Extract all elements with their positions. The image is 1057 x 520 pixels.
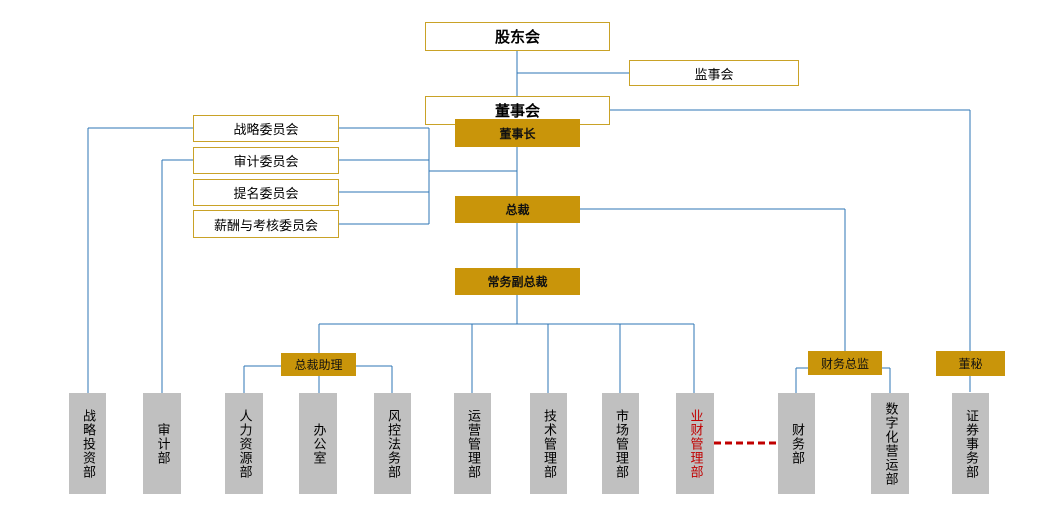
audit-committee-box: 审计委员会 (193, 147, 339, 174)
supervisors-box: 监事会 (629, 60, 799, 86)
dept-securities: 证券事务部 (952, 393, 989, 494)
executive-vp-box: 常务副总裁 (455, 268, 580, 295)
strategy-committee-box: 战略委员会 (193, 115, 339, 142)
dept-digital-ops: 数字化营运部 (871, 393, 909, 494)
dept-office: 办公室 (299, 393, 337, 494)
board-secretary-box: 董秘 (936, 351, 1005, 376)
president-assistant-box: 总裁助理 (281, 353, 356, 376)
chairman-box: 董事长 (455, 119, 580, 147)
dept-finance: 财务部 (778, 393, 815, 494)
dept-market: 市场管理部 (602, 393, 639, 494)
dept-technology: 技术管理部 (530, 393, 567, 494)
cfo-box: 财务总监 (808, 351, 882, 375)
dept-business-finance: 业财管理部 (676, 393, 714, 494)
president-box: 总裁 (455, 196, 580, 223)
dept-risk-legal: 风控法务部 (374, 393, 411, 494)
shareholders-box: 股东会 (425, 22, 610, 51)
dept-operations: 运营管理部 (454, 393, 491, 494)
compensation-committee-box: 薪酬与考核委员会 (193, 210, 339, 238)
dept-hr: 人力资源部 (225, 393, 263, 494)
nomination-committee-box: 提名委员会 (193, 179, 339, 206)
dept-strategy-investment: 战略投资部 (69, 393, 106, 494)
dept-audit: 审计部 (143, 393, 181, 494)
